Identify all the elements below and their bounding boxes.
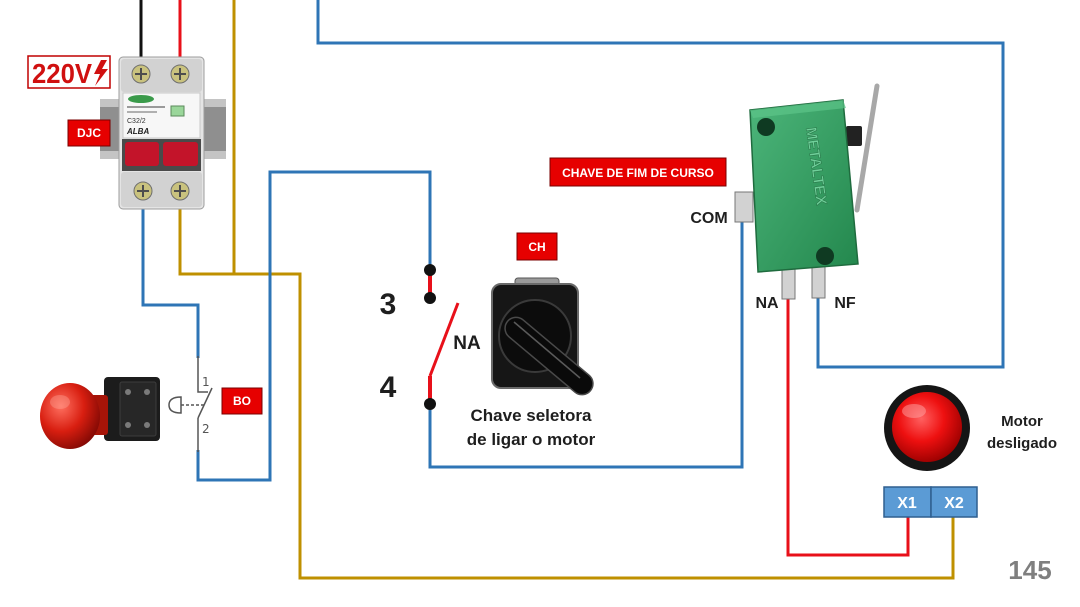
wire-selector-to-com-blue xyxy=(428,222,744,469)
bo-tag: BO xyxy=(221,387,263,415)
lamp-caption-line2: desligado xyxy=(987,435,1057,452)
terminal-na-tab xyxy=(781,265,796,300)
emergency-stop-button xyxy=(40,377,160,449)
limit-switch-top-face xyxy=(750,100,846,118)
page-number: 145 xyxy=(1008,555,1051,585)
breaker-spec-line xyxy=(127,106,165,108)
breaker-model-lettering: C32/2 xyxy=(127,118,146,125)
wires xyxy=(139,0,1005,580)
terminal-x1-label: X1 xyxy=(897,495,917,512)
terminal-x2-label: X2 xyxy=(944,495,964,512)
selector-contact-symbol xyxy=(424,264,460,410)
breaker-toggle-left xyxy=(125,142,159,166)
limit-switch: METALTEX xyxy=(734,83,880,300)
bo-contact-symbol xyxy=(168,356,213,452)
terminal-nf-tab xyxy=(811,263,826,299)
bo-tag-text: BO xyxy=(233,394,251,408)
screw-slot xyxy=(174,68,186,80)
bo-terminal-1: 1 xyxy=(202,375,210,389)
mushroom-head xyxy=(40,383,100,449)
contact-screw xyxy=(125,422,131,428)
terminal-x2-box xyxy=(930,486,978,518)
circuit-breaker: C32/2 ALBA xyxy=(100,56,226,210)
limit-switch-lever xyxy=(854,83,880,213)
breaker-toggle-right xyxy=(163,142,198,166)
selector-caption-line1: Chave seletora xyxy=(471,406,592,425)
limit-terminal-na-label: NA xyxy=(755,295,779,312)
supply-voltage: 220V xyxy=(32,58,92,89)
bo-tag-box xyxy=(221,387,263,415)
limit-switch-tag-box xyxy=(549,157,727,187)
selector-switch xyxy=(491,277,594,396)
limit-terminal-nf-label: NF xyxy=(834,295,856,312)
breaker-status-window xyxy=(170,105,185,117)
breaker-spec-line xyxy=(127,111,157,113)
limit-terminal-com-label: COM xyxy=(690,210,727,227)
wire-return-gold xyxy=(178,200,955,580)
mushroom-highlight xyxy=(50,395,70,409)
lamp-highlight xyxy=(902,404,926,418)
terminal-com-tab xyxy=(734,191,754,223)
mounting-hole xyxy=(757,118,775,136)
wire-breaker-to-bo-blue xyxy=(141,200,200,358)
ch-tag: CH xyxy=(516,232,558,261)
limit-switch-tag-text: CHAVE DE FIM DE CURSO xyxy=(562,166,714,180)
breaker-tag: DJC xyxy=(67,119,111,147)
breaker-brand-lettering: ALBA xyxy=(126,127,149,136)
breaker-tag-text: DJC xyxy=(77,126,101,140)
contact-screw xyxy=(144,389,150,395)
lamp-terminals: X1 X2 xyxy=(883,486,978,518)
limit-switch-plunger xyxy=(846,126,862,146)
wire-bo-to-selector-blue xyxy=(196,170,432,482)
mushroom-actuator-icon xyxy=(168,396,182,414)
breaker-tag-box xyxy=(67,119,111,147)
screw-slot xyxy=(174,185,186,197)
selector-terminal-4: 4 xyxy=(380,371,397,404)
terminal-dot xyxy=(424,292,436,304)
selector-terminal-3: 3 xyxy=(380,288,397,321)
breaker-bottom-terminal-block xyxy=(121,172,202,207)
selector-caption-line2: de ligar o motor xyxy=(467,430,596,449)
lightning-icon xyxy=(94,60,108,86)
contact-screw xyxy=(144,422,150,428)
bo-terminal-2: 2 xyxy=(202,422,210,436)
bo-contact-top-lead xyxy=(197,356,208,393)
wire-na-to-x1-red xyxy=(786,298,910,557)
terminal-dot xyxy=(424,264,436,276)
mounting-hole xyxy=(816,247,834,265)
selector-contact-lever xyxy=(428,302,460,377)
wire-nf-return-blue xyxy=(316,0,1005,369)
terminal-dot xyxy=(424,398,436,410)
selector-handle-highlight xyxy=(513,321,581,379)
breaker-logo xyxy=(128,95,154,103)
selector-contact-type: NA xyxy=(453,333,481,354)
button-contact-face xyxy=(119,381,157,437)
screw-slot xyxy=(137,185,149,197)
indicator-lamp xyxy=(884,385,970,471)
screw-slot xyxy=(135,68,147,80)
lamp-lens xyxy=(892,392,962,462)
selector-handle xyxy=(504,316,594,396)
bo-moving-contact xyxy=(197,387,213,419)
limit-switch-tag: CHAVE DE FIM DE CURSO xyxy=(549,157,727,187)
supply-label: 220V xyxy=(27,55,111,89)
ch-tag-box xyxy=(516,232,558,261)
contact-screw xyxy=(125,389,131,395)
ch-tag-text: CH xyxy=(528,240,545,254)
lamp-caption-line1: Motor xyxy=(1001,413,1043,430)
